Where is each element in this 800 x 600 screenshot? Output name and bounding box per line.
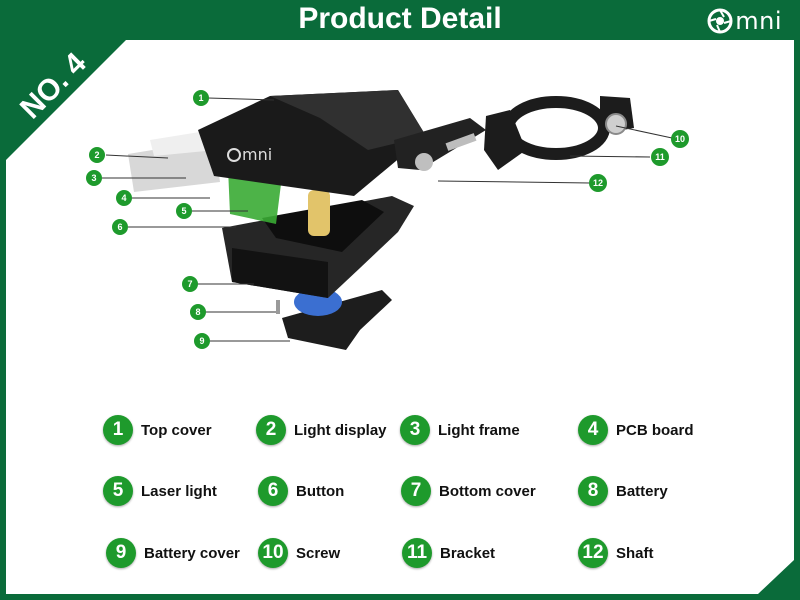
page-title: Product Detail — [298, 2, 502, 35]
callout-6: 6 — [112, 219, 128, 235]
svg-text:9: 9 — [199, 336, 204, 346]
callout-8: 8 — [190, 304, 206, 320]
laser-light-shape — [308, 190, 330, 236]
callout-12: 12 — [589, 174, 607, 192]
callout-10: 10 — [671, 130, 689, 148]
svg-text:11: 11 — [655, 152, 665, 162]
brand-name: mni — [735, 7, 782, 35]
svg-text:3: 3 — [91, 173, 96, 183]
leader-lines — [102, 97, 673, 342]
brand-logo: mni — [707, 6, 782, 36]
svg-text:2: 2 — [94, 150, 99, 160]
callout-9: 9 — [194, 333, 210, 349]
device-logo-icon — [227, 148, 241, 162]
battery-cover-plate — [282, 290, 392, 350]
svg-text:8: 8 — [195, 307, 200, 317]
callout-4: 4 — [116, 190, 132, 206]
bottom-screw-shape — [276, 300, 280, 314]
svg-text:10: 10 — [675, 134, 685, 144]
callout-1: 1 — [193, 90, 209, 106]
svg-text:5: 5 — [181, 206, 186, 216]
svg-text:12: 12 — [593, 178, 603, 188]
screw-shape — [605, 113, 627, 135]
callout-3: 3 — [86, 170, 102, 186]
callout-7: 7 — [182, 276, 198, 292]
light-display-shape — [128, 140, 220, 192]
callout-2: 2 — [89, 147, 105, 163]
svg-text:7: 7 — [187, 279, 192, 289]
aperture-icon — [707, 8, 733, 34]
device-logo: mni — [242, 145, 272, 164]
callout-11: 11 — [651, 148, 669, 166]
callout-5: 5 — [176, 203, 192, 219]
svg-text:6: 6 — [117, 222, 122, 232]
svg-text:4: 4 — [121, 193, 126, 203]
svg-text:1: 1 — [198, 93, 203, 103]
